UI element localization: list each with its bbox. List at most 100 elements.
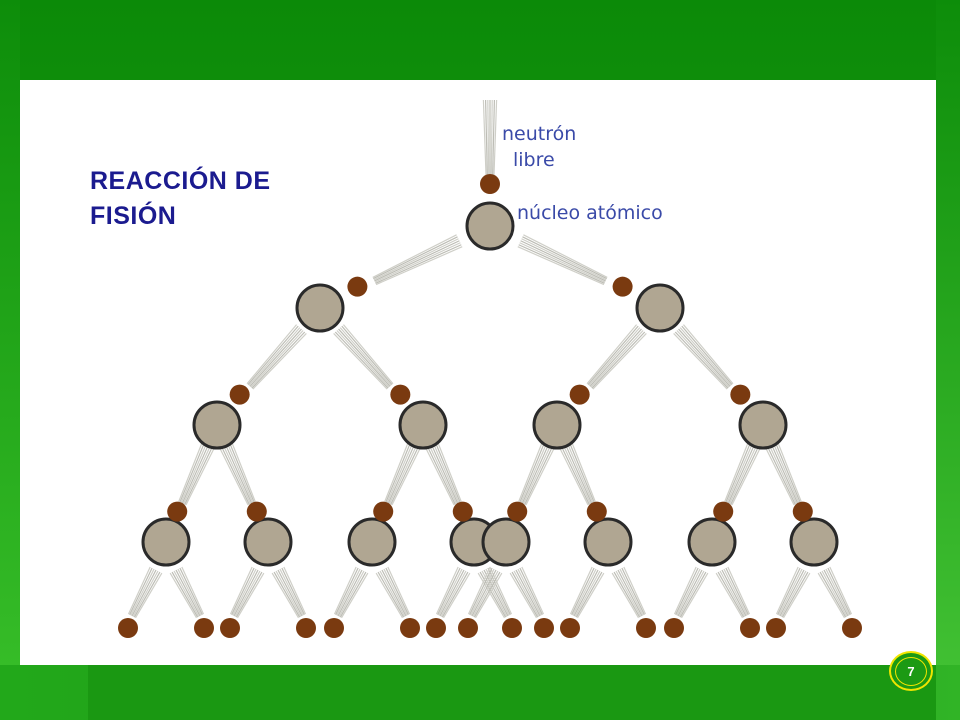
nucleus [243, 517, 293, 567]
neutron-trail [522, 446, 551, 505]
emitted-neutron [118, 618, 138, 638]
neutron-trail [427, 447, 456, 505]
neutron-trail [247, 325, 299, 386]
neutron-trail [817, 572, 846, 619]
neutron-trail [231, 567, 255, 616]
neutron-trail [127, 566, 151, 615]
neutron-trail [524, 447, 553, 505]
emitted-neutron [636, 618, 656, 638]
emitted-neutron [792, 501, 813, 522]
slide-title: REACCIÓN DE FISIÓN [90, 167, 271, 230]
neutron-trail [249, 328, 302, 387]
emitted-neutron [390, 384, 411, 405]
neutron-trail [219, 448, 249, 506]
emitted-neutron [740, 618, 760, 638]
neutron-trail [678, 570, 705, 617]
neutron-trail [130, 568, 155, 616]
emitted-neutron [458, 618, 478, 638]
neutron-trail [621, 567, 645, 616]
neutron-trail [576, 572, 605, 619]
atomic-nucleus-label: núcleo atómico [517, 202, 663, 224]
neutron-trail [133, 571, 161, 618]
neutron-trail [617, 569, 643, 617]
neutron-trail [283, 566, 307, 615]
neutron-trail [829, 566, 853, 615]
neutron-trail [373, 236, 458, 280]
neutron-trail [777, 443, 802, 503]
nuclei-group [141, 201, 839, 567]
neutron-trail [781, 571, 809, 618]
neutron-trail [519, 242, 606, 283]
neutron-trail [425, 448, 455, 506]
free-neutron-trail [493, 99, 498, 177]
neutron-trail [134, 572, 163, 619]
neutron-trail [377, 571, 405, 618]
neutron-trail [673, 333, 728, 390]
neutron-trail [388, 446, 417, 505]
neutron-trail [477, 572, 506, 619]
neutron-trail [235, 571, 263, 618]
neutron-trail [435, 566, 459, 615]
neutron-trail [471, 569, 497, 617]
neutron-trail [513, 570, 540, 617]
neutron-trails [127, 99, 853, 619]
neutron-trail [769, 446, 798, 505]
neutron-trail [680, 572, 709, 619]
neutron-trail [775, 444, 801, 503]
neutron-trail [386, 444, 413, 504]
neutron-trail [439, 569, 465, 617]
nucleus [295, 283, 345, 333]
neutron-trail [674, 331, 729, 389]
neutron-trail [467, 566, 491, 615]
neutron-trail [231, 443, 256, 503]
free-neutron-label-line1: neutrón [502, 123, 576, 145]
neutron-trail [517, 568, 542, 616]
neutron-trail [515, 569, 541, 617]
neutron-trail [717, 571, 745, 618]
neutron-trail [567, 444, 594, 504]
neutron-trail [721, 569, 747, 617]
neutron-trail [715, 572, 744, 619]
neutron-trail [726, 444, 753, 504]
emitted-neutron [766, 618, 786, 638]
neutron-trail [673, 566, 697, 615]
emitted-neutron [507, 501, 528, 522]
nucleus [583, 517, 633, 567]
neutron-trail [233, 569, 259, 617]
neutron-trail [563, 446, 592, 505]
neutron-trail [342, 324, 394, 385]
neutron-trail [723, 568, 748, 616]
neutron-trail [519, 444, 545, 503]
neutron-trail [225, 445, 253, 504]
neutron-trail [271, 572, 300, 619]
neutron-trail [229, 444, 255, 503]
neutron-trail [779, 569, 805, 617]
neutron-trail [441, 571, 469, 618]
neutron-trail [437, 567, 461, 616]
neutron-trail [565, 445, 593, 504]
neutron-trail [487, 567, 511, 616]
neutron-trail [375, 572, 404, 619]
neutron-trail [132, 570, 159, 617]
neutron-trail [767, 447, 796, 505]
neutron-trail [221, 447, 250, 505]
neutron-trail [232, 568, 257, 616]
neutron-trail [521, 238, 607, 281]
neutron-trail [185, 448, 215, 506]
diagram-labels: neutrón libre núcleo atómico [502, 123, 663, 224]
neutron-trail [131, 569, 157, 617]
neutron-trail [678, 328, 731, 387]
nucleus [398, 400, 448, 450]
neutron-trail [227, 444, 254, 504]
neutron-trail [281, 567, 305, 616]
page-number: 7 [895, 656, 927, 686]
neutron-trail [523, 234, 608, 278]
neutron-trail [236, 572, 265, 619]
neutron-trail [519, 567, 543, 616]
neutron-trail [387, 566, 411, 615]
nucleus [192, 400, 242, 450]
neutron-trail [472, 570, 499, 617]
neutron-trail [782, 572, 811, 619]
emitted-neutron [586, 501, 607, 522]
free-neutron-label-line2: libre [513, 149, 555, 171]
